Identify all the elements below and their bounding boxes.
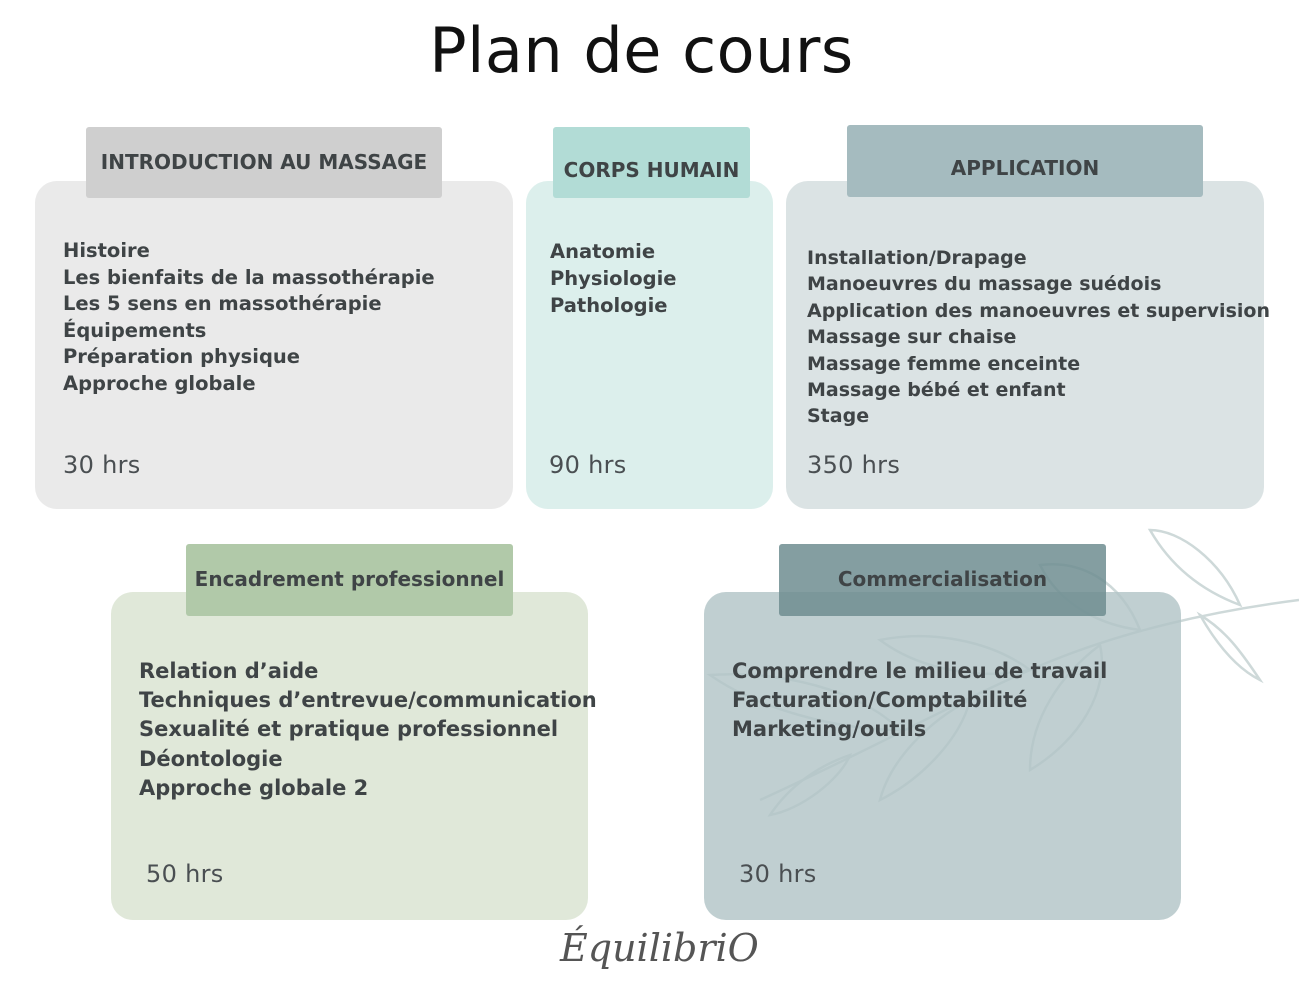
module-items-corps-humain: Anatomie Physiologie Pathologie: [550, 238, 677, 319]
module-items-encadrement: Relation d’aide Techniques d’entrevue/co…: [139, 657, 597, 803]
module-hours-introduction: 30 hrs: [63, 451, 141, 479]
list-item: Techniques d’entrevue/communication: [139, 688, 597, 713]
module-items-application: Installation/Drapage Manoeuvres du massa…: [807, 245, 1270, 430]
list-item: Massage sur chaise: [807, 326, 1017, 349]
module-items-introduction: Histoire Les bienfaits de la massothérap…: [63, 238, 435, 398]
list-item: Équipements: [63, 318, 207, 342]
module-heading-corps-humain: CORPS HUMAIN: [553, 127, 750, 198]
list-item: Histoire: [63, 239, 150, 262]
list-item: Approche globale: [63, 371, 256, 395]
list-item: Relation d’aide: [139, 659, 319, 683]
module-heading-commercialisation: Commercialisation: [779, 544, 1106, 616]
list-item: Manoeuvres du massage suédois: [807, 273, 1162, 296]
list-item: Approche globale 2: [139, 775, 369, 800]
module-hours-encadrement: 50 hrs: [146, 860, 224, 888]
list-item: Physiologie: [550, 267, 677, 290]
page-title: Plan de cours: [429, 14, 854, 87]
module-hours-commercialisation: 30 hrs: [739, 860, 817, 888]
list-item: Préparation physique: [63, 345, 301, 369]
brand-logo: ÉquilibriO: [560, 926, 759, 970]
list-item: Sexualité et pratique professionnel: [139, 717, 559, 742]
module-hours-application: 350 hrs: [807, 451, 901, 479]
module-heading-introduction: INTRODUCTION AU MASSAGE: [86, 127, 442, 198]
module-card-introduction: [35, 181, 513, 509]
module-heading-application: APPLICATION: [847, 125, 1203, 197]
module-items-commercialisation: Comprendre le milieu de travail Facturat…: [732, 657, 1107, 745]
list-item: Les 5 sens en massothérapie: [63, 292, 382, 316]
module-hours-corps-humain: 90 hrs: [549, 451, 627, 479]
list-item: Facturation/Comptabilité: [732, 688, 1028, 713]
module-card-application: [786, 181, 1264, 509]
module-card-commercialisation: [704, 592, 1181, 920]
list-item: Comprendre le milieu de travail: [732, 659, 1108, 683]
list-item: Marketing/outils: [732, 717, 927, 742]
list-item: Stage: [807, 405, 870, 428]
list-item: Déontologie: [139, 746, 283, 771]
module-card-encadrement: [111, 592, 588, 920]
list-item: Application des manoeuvres et supervisio…: [807, 299, 1270, 322]
module-heading-encadrement: Encadrement professionnel: [186, 544, 513, 616]
list-item: Massage bébé et enfant: [807, 379, 1066, 402]
list-item: Massage femme enceinte: [807, 352, 1081, 375]
list-item: Pathologie: [550, 294, 668, 317]
module-card-corps-humain: [526, 181, 773, 509]
list-item: Installation/Drapage: [807, 247, 1027, 269]
list-item: Anatomie: [550, 240, 656, 263]
list-item: Les bienfaits de la massothérapie: [63, 265, 435, 289]
